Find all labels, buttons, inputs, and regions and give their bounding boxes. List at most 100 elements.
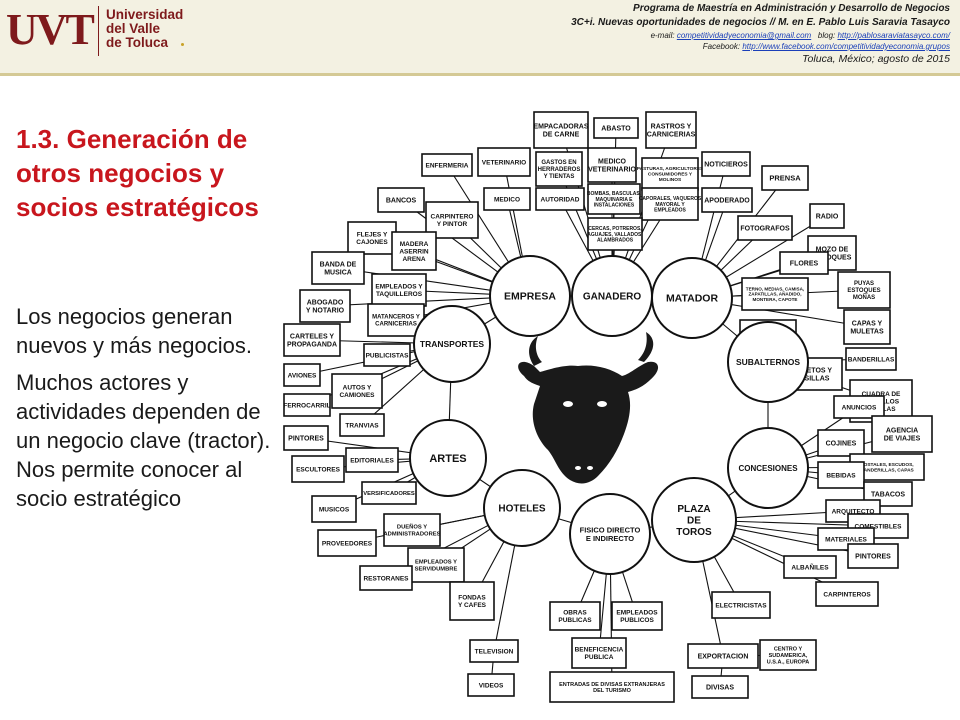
node-label: ABASTO xyxy=(601,125,631,132)
diagram-box: FERROCARRIL xyxy=(283,393,331,417)
node-label: CARPINTEROS xyxy=(823,591,871,598)
box-shape xyxy=(467,673,515,697)
box-shape xyxy=(483,187,531,211)
node-label: APODERADO xyxy=(704,197,750,204)
box-shape xyxy=(339,413,385,437)
node-label: CARTELES Y xyxy=(290,333,335,340)
diagram-box: PINTORES xyxy=(847,543,899,569)
node-label: AUTORIDAD xyxy=(541,196,580,203)
diagram-box: BANDERILLAS xyxy=(845,347,897,371)
node-label: FISICO DIRECTO xyxy=(580,525,641,534)
node-label: CAJONES xyxy=(356,239,388,246)
diagram-box: PUBLICISTAS xyxy=(363,343,411,367)
node-label: EMPLEADOS xyxy=(654,208,686,214)
node-label: PUBLICA xyxy=(585,654,614,661)
node-label: SUBALTERNOS xyxy=(736,357,800,367)
box-shape xyxy=(817,429,865,457)
diagram-box: ALBAÑILES xyxy=(783,555,837,579)
diagram-box: ABASTO xyxy=(593,117,639,139)
node-label: TOROS xyxy=(676,527,712,538)
diagram-box: COJINES xyxy=(817,429,865,457)
diagram-box: TERNO, MEDIAS, CAMISA,ZAPATILLAS, AÑADID… xyxy=(741,277,809,311)
node-label: PETOS Y xyxy=(802,367,832,374)
node-label: EMPACADORAS xyxy=(533,123,588,130)
diagram-box: ANUNCIOS xyxy=(833,395,885,419)
node-label: FONDAS xyxy=(458,595,486,602)
node-label: POSTALES, ESCUDOS, xyxy=(860,462,914,468)
node-label: CAPORALES, VAQUEROS xyxy=(639,196,702,202)
box-shape xyxy=(837,271,891,309)
box-shape xyxy=(687,643,759,669)
node-label: Y PINTOR xyxy=(437,221,468,228)
node-label: SILLAS xyxy=(805,375,830,382)
box-shape xyxy=(761,165,809,191)
diagram-box: BOMBAS, BASCULAS,MAQUINARIA EINSTALACION… xyxy=(587,183,642,215)
node-label: ZAPATILLAS, AÑADIDO, xyxy=(749,291,802,297)
course-line: 3C+i. Nuevas oportunidades de negocios /… xyxy=(571,17,950,28)
node-label: EMPLEADOS Y xyxy=(375,284,423,291)
node-label: TABACOS xyxy=(871,491,905,498)
diagram-box: CARPINTEROS xyxy=(815,581,879,607)
box-shape xyxy=(741,277,809,311)
node-label: TERNO, MEDIAS, CAMISA, xyxy=(746,286,804,291)
node-label: AGENCIA xyxy=(886,427,918,434)
diagram-box: PRENSA xyxy=(761,165,809,191)
facebook-link[interactable]: http://www.facebook.com/competitividadye… xyxy=(742,42,950,51)
node-label: VERSIFICADORES xyxy=(363,491,415,497)
node-label: TELEVISION xyxy=(475,648,514,655)
node-label: BANDA DE xyxy=(320,261,357,268)
university-name: Universidad del Valle de Toluca xyxy=(106,7,184,50)
node-label: ADMINISTRADORES xyxy=(383,531,440,537)
node-label: CARNICERIAS xyxy=(647,131,696,138)
diagram-box: NOTICIEROS xyxy=(701,151,751,177)
node-label: EDITORIALES xyxy=(350,457,394,464)
diagram-box: RADIO xyxy=(809,203,845,229)
diagram-box: AVIONES xyxy=(283,363,321,387)
node-label: PINTORES xyxy=(855,553,891,560)
box-shape xyxy=(317,529,377,557)
diagram-box: TELEVISION xyxy=(469,639,519,663)
node-label: ARQUITECTO xyxy=(832,508,875,515)
diagram-box: VETERINARIO xyxy=(477,147,531,177)
node-label: BANDERILLAS, CAPAS xyxy=(860,467,914,473)
diagram-box: VIDEOS xyxy=(467,673,515,697)
diagram-box: BANCOS xyxy=(377,187,425,213)
node-label: NOTICIEROS xyxy=(704,161,748,168)
hub-circle xyxy=(489,255,571,337)
node-label: ALAMBRADOS xyxy=(597,238,634,244)
node-label: MULETAS xyxy=(850,328,884,335)
box-shape xyxy=(311,495,357,523)
box-shape xyxy=(535,151,583,187)
node-label: AUTOS Y xyxy=(343,385,372,392)
node-label: CUADRA DE xyxy=(862,391,901,398)
node-label: PUYAS xyxy=(854,281,874,287)
email-link[interactable]: competitividadyeconomia@gmail.com xyxy=(676,31,812,40)
box-shape xyxy=(587,147,637,183)
node-label: MAQUINARIA E xyxy=(595,197,633,203)
node-label: BOMBAS, BASCULAS, xyxy=(587,191,642,197)
box-shape xyxy=(641,187,699,221)
diagram-box: EDITORIALES xyxy=(345,447,399,473)
box-shape xyxy=(571,637,627,669)
blog-link[interactable]: http://pablosaraviatasayco.com/ xyxy=(837,31,950,40)
node-label: MEDICO xyxy=(494,196,520,203)
node-label: ESTOQUES xyxy=(847,288,880,294)
hub-circle xyxy=(413,305,491,383)
hub-subalternos: SUBALTERNOS xyxy=(727,321,809,403)
node-label: OBRAS xyxy=(563,610,587,617)
node-label: PASTURAS, AGRICULTORES xyxy=(637,166,704,172)
box-shape xyxy=(587,217,643,251)
node-label: MATERIALES xyxy=(825,536,867,543)
node-label: EMPLEADOS Y xyxy=(415,560,457,566)
